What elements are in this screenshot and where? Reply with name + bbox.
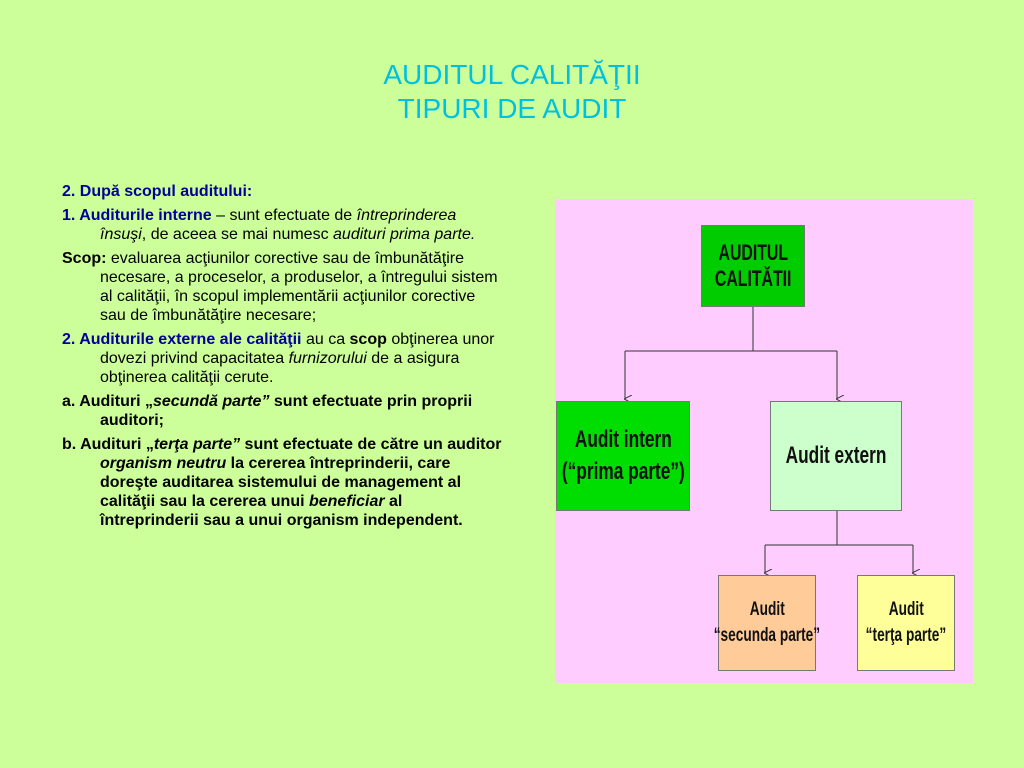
paragraph-3: Scop: evaluarea acţiunilor corective sau… — [62, 249, 502, 325]
text-span: obţinerea unor dovezi privind capacitate… — [100, 331, 495, 367]
third-party-audit-box: Audit “terţa parte” — [857, 575, 955, 671]
internal-label-line-2: (“prima parte”) — [561, 458, 685, 485]
title-line-2: TIPURI DE AUDIT — [397, 93, 627, 124]
text-span: beneficiar — [308, 493, 385, 510]
external-label-line-1: Audit extern — [785, 442, 887, 469]
slide-title: AUDITUL CALITĂŢII TIPURI DE AUDIT — [0, 58, 1024, 126]
second-label-line-2: “secunda parte” — [713, 625, 821, 646]
text-span: secundă parte” — [152, 393, 270, 410]
third-label-line-2: “terţa parte” — [865, 625, 947, 646]
paragraph-4: 2. Auditurile externe ale calităţii au c… — [62, 330, 502, 387]
body-text: 2. După scopul auditului: 1. Auditurile … — [62, 182, 502, 535]
internal-audit-box: Audit intern (“prima parte”) — [556, 401, 690, 511]
paragraph-5: a. Audituri „secundă parte” sunt efectua… — [62, 392, 502, 430]
external-audit-box: Audit extern — [770, 401, 902, 511]
text-span: de a asigura obţinerea calităţii cerute. — [100, 350, 460, 386]
root-label-line-2: CALITĂTII — [714, 266, 792, 291]
audit-types-diagram: AUDITUL CALITĂTII Audit intern (“prima p… — [555, 199, 973, 683]
text-span: evaluarea acţiunilor corective sau de îm… — [100, 250, 498, 324]
paragraph-1: 2. După scopul auditului: — [62, 182, 502, 201]
heading-internal: 1. Auditurile interne — [62, 207, 212, 224]
text-span: b. Audituri „ — [62, 436, 154, 453]
text-span: audituri prima parte. — [333, 226, 476, 243]
text-span: scop — [349, 331, 387, 348]
paragraph-6: b. Audituri „terţa parte” sunt efectuate… — [62, 435, 502, 530]
text-span: , de aceea se mai numesc — [141, 226, 334, 243]
internal-label-line-1: Audit intern — [574, 426, 672, 453]
third-label-line-1: Audit — [888, 599, 924, 620]
heading-scope: Scop: — [62, 250, 107, 267]
second-label-line-1: Audit — [749, 599, 785, 620]
paragraph-2: 1. Auditurile interne – sunt efectuate d… — [62, 206, 502, 244]
text-span: furnizorului — [288, 350, 367, 367]
heading-external: 2. Auditurile externe ale calităţii — [62, 331, 302, 348]
text-span: întreprinderea însuşi — [100, 207, 457, 243]
text-span: au ca — [301, 331, 350, 348]
root-box: AUDITUL CALITĂTII — [701, 225, 805, 307]
text-span: la cererea întreprinderii, care doreşte … — [100, 455, 462, 510]
text-span: terţa parte” — [153, 436, 241, 453]
root-label-line-1: AUDITUL — [718, 240, 788, 265]
text-span: sunt efectuate de către un auditor — [240, 436, 502, 453]
connector-lines — [555, 307, 973, 683]
text-span: – sunt efectuate de — [211, 207, 357, 224]
title-line-1: AUDITUL CALITĂŢII — [383, 59, 641, 90]
text-span: a. Audituri „ — [62, 393, 153, 410]
text-span: sunt efectuate prin proprii auditori; — [100, 393, 473, 429]
text-span: al întreprinderii sau a unui organism in… — [100, 493, 463, 529]
second-party-audit-box: Audit “secunda parte” — [714, 575, 820, 671]
text-span: organism neutru — [100, 455, 227, 472]
heading-purpose: 2. După scopul auditului: — [62, 183, 253, 200]
